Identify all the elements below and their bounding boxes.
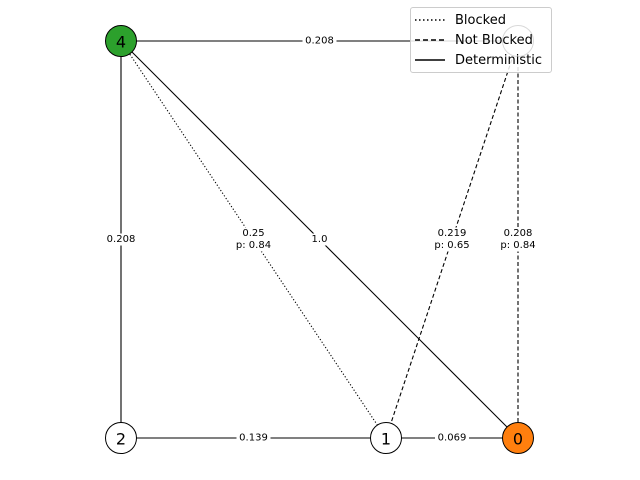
edge-weight-label: 0.25 — [242, 228, 264, 239]
edge-label-2-1: 0.139 — [236, 432, 271, 444]
node-label: 2 — [116, 430, 126, 449]
node-label: 4 — [116, 33, 126, 52]
edge-weight-label: 0.208 — [305, 36, 334, 47]
edge-weight-label: 0.208 — [107, 234, 136, 245]
legend-label-deterministic: Deterministic — [455, 52, 542, 68]
edge-label-background — [495, 227, 541, 252]
node-4: 4 — [105, 25, 137, 57]
edge-weight-label: 0.219 — [438, 228, 467, 239]
edge-probability-label: p: 0.84 — [236, 240, 271, 251]
legend-label-not-blocked: Not Blocked — [455, 32, 533, 48]
edge-label-4-1: 0.25p: 0.84 — [230, 227, 277, 252]
legend-label-blocked: Blocked — [455, 12, 506, 28]
edge-label-background — [302, 35, 337, 47]
legend-item-not-blocked: Not Blocked — [415, 30, 533, 50]
node-circle — [370, 422, 402, 454]
node-2: 2 — [105, 422, 137, 454]
legend: Blocked Not Blocked Deterministic — [410, 7, 552, 73]
legend-item-deterministic: Deterministic — [415, 50, 542, 70]
edge-weight-label: 0.139 — [239, 433, 268, 444]
node-0: 0 — [502, 422, 534, 454]
dotted-line-icon — [415, 19, 445, 21]
edge-weight-label: 0.069 — [438, 433, 467, 444]
node-label: 1 — [381, 430, 391, 449]
node-circle — [502, 422, 534, 454]
edge-label-4-0: 1.0 — [308, 233, 331, 246]
node-1: 1 — [370, 422, 402, 454]
edge-probability-label: p: 0.65 — [434, 240, 469, 251]
edge-weight-label: 0.208 — [504, 228, 533, 239]
edge-label-background — [230, 227, 277, 252]
edge-label-background — [104, 233, 138, 246]
dashed-line-icon — [415, 39, 445, 41]
edge-label-background — [435, 432, 469, 444]
edge-label-background — [236, 432, 271, 444]
edge-weight-label: 1.0 — [312, 234, 328, 245]
node-label: 0 — [513, 430, 523, 449]
edge-4-1 — [120, 40, 387, 439]
edge-label-background — [308, 233, 331, 246]
edge-label-1-0: 0.069 — [435, 432, 469, 444]
edge-label-4-2: 0.208 — [104, 233, 138, 246]
edge-label-4-3: 0.208 — [302, 35, 337, 47]
solid-line-icon — [415, 59, 445, 61]
node-circle — [105, 422, 137, 454]
edge-label-background — [429, 227, 475, 252]
legend-item-blocked: Blocked — [415, 10, 506, 30]
edge-probability-label: p: 0.84 — [500, 240, 535, 251]
node-circle — [105, 25, 137, 57]
